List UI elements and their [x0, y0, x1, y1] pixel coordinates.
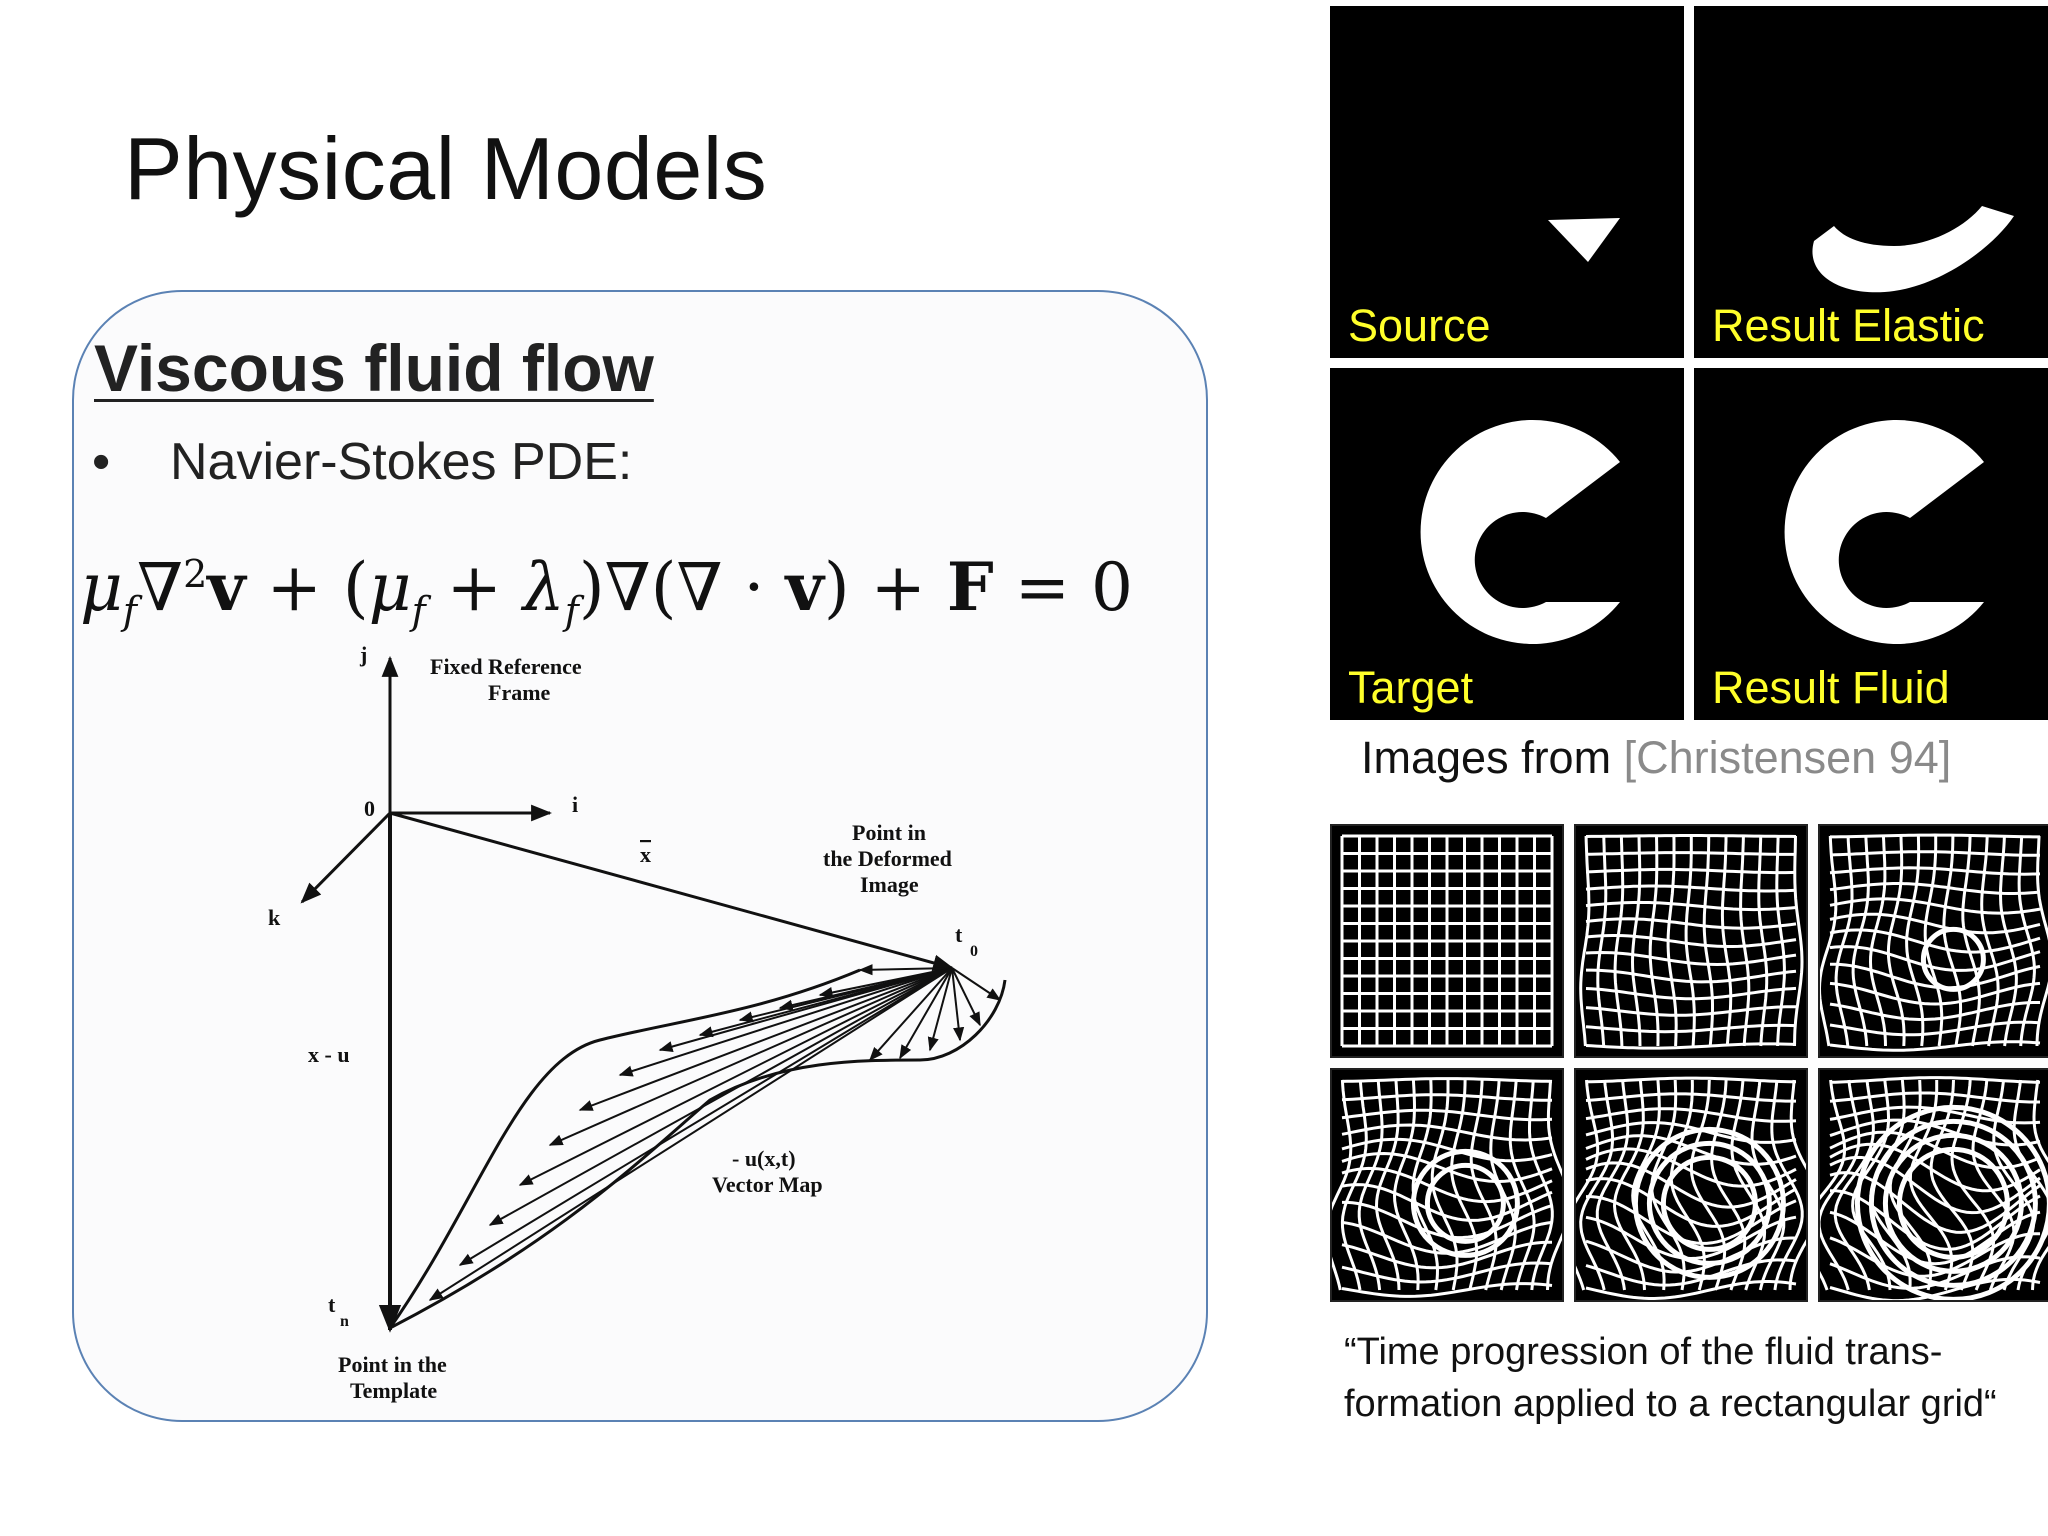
tn-subscript: n — [340, 1313, 349, 1330]
result-elastic-tile: Result Elastic — [1694, 6, 2048, 358]
vector-map-arrow — [518, 967, 953, 1186]
point-deformed-label-1: Point in — [852, 820, 926, 845]
vector-map-diagram: j i k 0 Fixed Reference Frame x Point in… — [268, 642, 1007, 1403]
grid-pattern — [1340, 834, 1554, 1048]
bullet-text: Navier-Stokes PDE: — [170, 433, 633, 491]
label-i: i — [572, 792, 578, 817]
grid-tile-6 — [1818, 1068, 2048, 1302]
bullet-symbol: • — [92, 433, 111, 491]
vector-map-label-1: - u(x,t) — [732, 1146, 796, 1171]
grid-tile-5 — [1574, 1068, 1808, 1302]
vector-map-arrow — [618, 967, 953, 1077]
grid-pattern — [1332, 1077, 1562, 1298]
slide-title: Physical Models — [124, 119, 768, 218]
template-label-1: Point in the — [338, 1352, 447, 1377]
result-fluid-shape — [1784, 420, 1984, 644]
label-k: k — [268, 905, 281, 930]
vector-map-arrow — [951, 967, 1002, 1001]
tn-label: t — [328, 1292, 336, 1317]
target-label: Target — [1348, 662, 1474, 713]
t0-subscript: 0 — [970, 943, 978, 960]
grid-tile-3 — [1818, 824, 2048, 1058]
fixed-reference-label-2: Frame — [488, 680, 551, 705]
vector-map-arrow — [899, 967, 953, 1060]
source-label: Source — [1348, 300, 1491, 351]
point-deformed-label-3: Image — [860, 872, 919, 897]
vector-map-label-2: Vector Map — [712, 1172, 823, 1197]
vector-map-arrow — [658, 967, 953, 1052]
vector-map-arrow — [428, 967, 953, 1301]
bullet-item: • Navier-Stokes PDE: — [92, 432, 632, 492]
images-caption: Images from [Christensen 94] — [1361, 732, 1951, 784]
vector-map-arrow — [458, 967, 953, 1266]
k-axis — [300, 811, 392, 904]
template-label-2: Template — [350, 1378, 437, 1403]
target-tile: Target — [1330, 368, 1684, 720]
result-fluid-tile: Result Fluid — [1694, 368, 2048, 720]
x-bar-label: x — [640, 842, 651, 867]
grid-tile-1 — [1330, 824, 1564, 1058]
x-minus-u-label: x - u — [308, 1042, 350, 1067]
vector-map-arrow — [951, 967, 981, 1027]
navier-stokes-equation: μf∇2v + (μf + λf)∇(∇ · v) + F = 0 — [80, 548, 1134, 634]
citation-reference: [Christensen 94] — [1623, 732, 1952, 783]
result-elastic-shape — [1812, 206, 2014, 293]
result-elastic-label: Result Elastic — [1712, 300, 1985, 351]
source-tile: Source — [1330, 6, 1684, 358]
vector-map-arrow — [927, 967, 953, 1052]
fixed-reference-label-1: Fixed Reference — [430, 654, 582, 679]
grid-pattern — [1820, 833, 2048, 1052]
vector-map-arrow — [578, 967, 953, 1111]
vector-map-arrows — [428, 964, 1002, 1301]
vector-map-arrow — [951, 967, 965, 1042]
grid-caption: “Time progression of the fluid trans- fo… — [1344, 1326, 2044, 1430]
label-j: j — [359, 642, 367, 667]
images-caption-text: Images from — [1361, 732, 1624, 783]
grid-caption-line-2: formation applied to a rectangular grid“ — [1344, 1383, 1997, 1425]
t0-label: t — [955, 922, 963, 947]
label-origin: 0 — [364, 796, 375, 821]
panel-heading: Viscous fluid flow — [94, 331, 654, 405]
grid-pattern — [1579, 834, 1804, 1050]
vector-map-arrow — [488, 967, 953, 1226]
grid-tile-4 — [1330, 1068, 1564, 1302]
target-shape — [1420, 420, 1620, 644]
grid-pattern — [1820, 1076, 2048, 1300]
x-vector — [389, 811, 955, 972]
vector-map-arrow — [869, 967, 953, 1062]
vector-map-arrow — [858, 964, 953, 976]
source-shape — [1548, 218, 1620, 262]
content-panel — [72, 290, 1208, 1422]
grid-pattern — [1576, 1076, 1806, 1300]
point-deformed-label-2: the Deformed — [823, 846, 952, 871]
vector-map-arrow — [548, 967, 953, 1146]
grid-tile-2 — [1574, 824, 1808, 1058]
result-fluid-label: Result Fluid — [1712, 662, 1950, 713]
lower-trajectory — [389, 979, 1007, 1330]
upper-trajectory — [388, 968, 861, 1329]
grid-caption-line-1: “Time progression of the fluid trans- — [1344, 1331, 1943, 1373]
